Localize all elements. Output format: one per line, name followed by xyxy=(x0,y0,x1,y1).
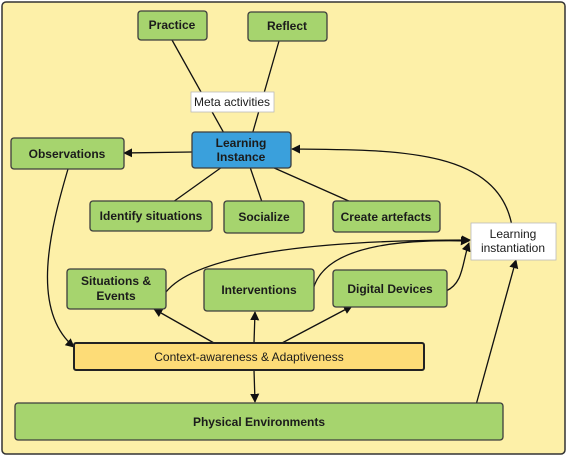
node-digital-devices[interactable]: Digital Devices xyxy=(332,269,448,308)
node-create-artefacts-label: Create artefacts xyxy=(341,210,432,224)
node-reflect-label: Reflect xyxy=(267,19,307,33)
edge-physical-instantiation xyxy=(475,259,519,406)
node-learning-instantiation-label-1: Learning xyxy=(490,227,537,241)
node-context-awareness-label: Context-awareness & Adaptiveness xyxy=(154,350,343,364)
node-observations[interactable]: Observations xyxy=(10,137,125,170)
edge-learning-instance-create xyxy=(271,166,352,203)
node-meta-activities-label: Meta activities xyxy=(194,95,270,109)
edge-context-physical xyxy=(250,369,260,403)
node-interventions-label: Interventions xyxy=(221,283,297,297)
edge-context-digital xyxy=(281,305,353,344)
node-create-artefacts[interactable]: Create artefacts xyxy=(332,200,441,233)
node-situations-events-label-1: Situations & xyxy=(81,274,151,288)
node-physical-environments-label: Physical Environments xyxy=(193,415,325,429)
node-learning-instantiation[interactable]: Learning instantiation xyxy=(470,222,557,261)
node-observations-label: Observations xyxy=(29,147,106,161)
node-identify-situations-label: Identify situations xyxy=(100,209,203,223)
node-interventions[interactable]: Interventions xyxy=(203,268,315,312)
edge-reflect-learning-instance xyxy=(251,40,280,136)
node-physical-environments[interactable]: Physical Environments xyxy=(14,402,504,441)
node-reflect[interactable]: Reflect xyxy=(247,11,328,42)
edge-learning-instance-identify xyxy=(172,166,223,203)
node-identify-situations[interactable]: Identify situations xyxy=(89,200,213,232)
node-learning-instance-label-2: Instance xyxy=(217,150,266,164)
node-practice[interactable]: Practice xyxy=(137,10,208,41)
edge-learning-instance-observations xyxy=(123,148,193,158)
node-situations-events-label-2: Events xyxy=(96,289,136,303)
node-socialize[interactable]: Socialize xyxy=(223,200,305,234)
node-learning-instance-label-1: Learning xyxy=(216,136,267,150)
edge-context-interventions xyxy=(250,311,260,344)
node-learning-instance[interactable]: Learning Instance xyxy=(191,131,292,169)
node-practice-label: Practice xyxy=(149,18,196,32)
node-socialize-label: Socialize xyxy=(238,210,290,224)
edge-learning-instance-socialize xyxy=(249,166,263,203)
node-situations-events[interactable]: Situations & Events xyxy=(66,268,167,310)
edge-situations-instantiation xyxy=(165,235,471,293)
edge-practice-learning-instance xyxy=(171,39,226,136)
edge-context-situations xyxy=(153,308,215,344)
edge-interventions-instantiation xyxy=(312,236,470,291)
node-meta-activities[interactable]: Meta activities xyxy=(190,91,275,113)
edge-observations-context xyxy=(46,168,75,348)
edge-instantiation-learning-instance xyxy=(291,144,513,227)
node-digital-devices-label: Digital Devices xyxy=(347,282,433,296)
edges xyxy=(46,39,519,406)
node-learning-instantiation-label-2: instantiation xyxy=(481,241,545,255)
node-context-awareness[interactable]: Context-awareness & Adaptiveness xyxy=(73,342,425,371)
edge-digital-instantiation xyxy=(445,242,471,292)
